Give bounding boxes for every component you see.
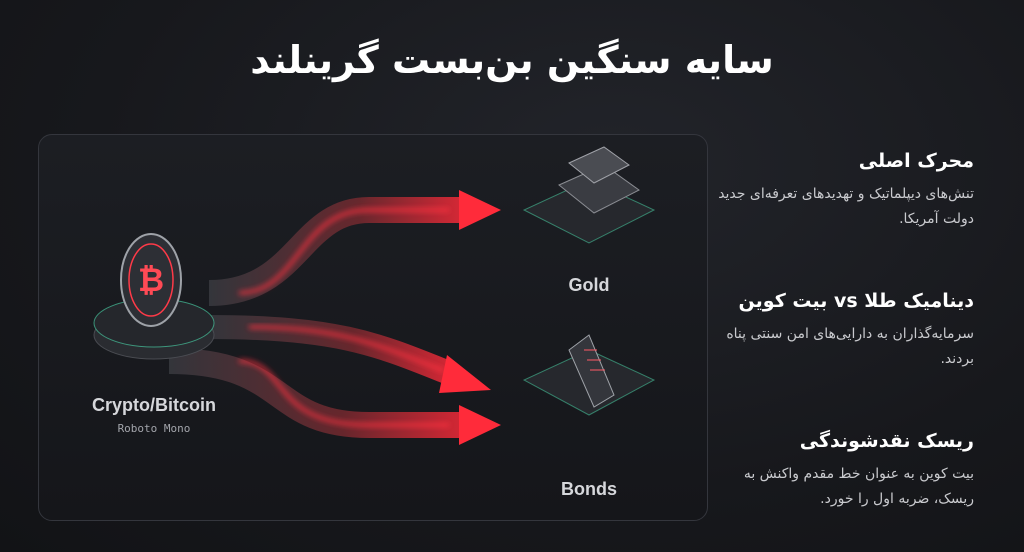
gold-bars-icon <box>522 146 656 244</box>
svg-text:₿: ₿ <box>138 261 164 299</box>
arrow-to-gold <box>208 190 501 306</box>
point-body: تنش‌های دیپلماتیک و تهدیدهای تعرفه‌ای جد… <box>718 186 974 227</box>
crypto-sublabel: Roboto Mono <box>117 422 191 435</box>
bonds-document-icon <box>522 334 656 416</box>
crypto-bitcoin-label: Crypto/Bitcoin <box>92 395 216 415</box>
flow-diagram-panel: ₿ Gold Bonds Crypto/Bitcoin Roboto Mono <box>38 134 708 521</box>
arrow-to-bonds-upper <box>208 315 491 393</box>
point-main-driver: محرک اصلی تنش‌های دیپلماتیک و تهدیدهای ت… <box>704 150 974 232</box>
page-title: سایه سنگین بن‌بست گرینلند <box>250 38 774 82</box>
point-heading: دینامیک طلا vs بیت کوین <box>738 290 974 312</box>
point-body: بیت کوین به عنوان خط مقدم واکنش به ریسک،… <box>743 466 974 507</box>
bitcoin-coin-icon: ₿ <box>93 233 215 360</box>
point-liquidity-risk: ریسک نقدشوندگی بیت کوین به عنوان خط مقدم… <box>704 430 974 512</box>
gold-label: Gold <box>568 275 610 295</box>
point-heading: محرک اصلی <box>858 150 974 172</box>
point-heading: ریسک نقدشوندگی <box>799 430 974 452</box>
point-gold-vs-bitcoin: دینامیک طلا vs بیت کوین سرمایه‌گذاران به… <box>704 290 974 372</box>
point-body: سرمایه‌گذاران به دارایی‌های امن سنتی پنا… <box>726 326 974 367</box>
bonds-label: Bonds <box>561 479 617 499</box>
arrow-to-bonds-lower <box>168 348 501 445</box>
flow-diagram: ₿ <box>93 146 656 445</box>
